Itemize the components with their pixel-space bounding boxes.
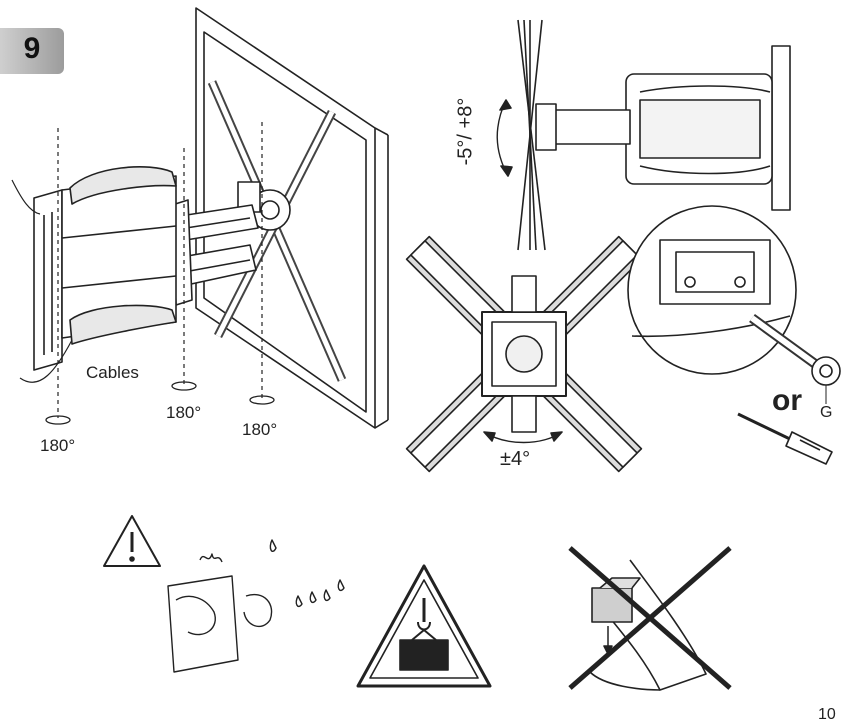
- wall-plate: [11, 166, 177, 383]
- detail-zoom: [627, 205, 797, 375]
- screwdriver-icon: [737, 412, 833, 465]
- caution-triangle-icon: [103, 515, 161, 567]
- step-badge: 9: [0, 28, 64, 74]
- or-label: or: [772, 384, 802, 417]
- vesa-bracket: [207, 80, 347, 382]
- rotation-label-middle: 180°: [166, 403, 202, 422]
- no-dropping-on-foot-icon: [568, 546, 732, 691]
- swing-arm: [171, 199, 259, 306]
- tilt-view: [496, 19, 791, 251]
- tilt-range-label: -5°/ +8°: [454, 97, 477, 166]
- level-adjust-label: ±4°: [500, 448, 531, 470]
- pivot-axes: [57, 122, 263, 418]
- rotation-label-left: 180°: [40, 436, 76, 455]
- suspended-load-warning-icon: [356, 564, 492, 688]
- page-number: 10: [818, 706, 836, 723]
- step-number: 9: [23, 32, 41, 65]
- pivot-markers: [45, 381, 275, 425]
- rotation-label-right: 180°: [242, 420, 278, 439]
- hands-warning-sketch: [167, 539, 345, 673]
- rotation-bracket: [405, 235, 643, 473]
- cables-label: Cables: [86, 363, 139, 382]
- part-letter-label: G: [820, 404, 833, 421]
- wrench-icon: [749, 313, 841, 386]
